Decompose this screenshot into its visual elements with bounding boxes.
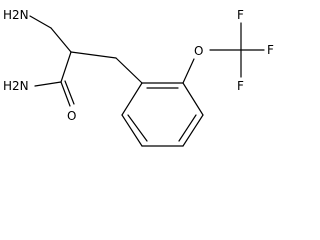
- bond-carbonyl-o-b: [64, 80, 75, 105]
- bond-ch-carbonyl: [60, 51, 72, 83]
- structure-diagram: H2N H2N O O F F F: [3, 8, 274, 147]
- fluorine-bottom-label: F: [237, 79, 244, 93]
- bond-ring-o: [182, 58, 195, 84]
- bond-carbonyl-o-a: [60, 81, 71, 107]
- amide-nh2-label: H2N: [3, 79, 29, 93]
- bond-n-ch2: [29, 15, 52, 29]
- bond-ch-ch2: [70, 51, 117, 59]
- bond-ch2-ring: [115, 57, 143, 84]
- bond-carbonyl-nh2: [34, 81, 62, 87]
- amine-label: H2N: [3, 8, 29, 22]
- carbonyl-oxygen-label: O: [67, 109, 76, 123]
- fluorine-right-label: F: [267, 43, 274, 57]
- bond-ch2-ch: [50, 27, 72, 53]
- ether-oxygen-label: O: [194, 44, 203, 58]
- fluorine-top-label: F: [237, 8, 244, 22]
- benzene-ring: [121, 82, 204, 147]
